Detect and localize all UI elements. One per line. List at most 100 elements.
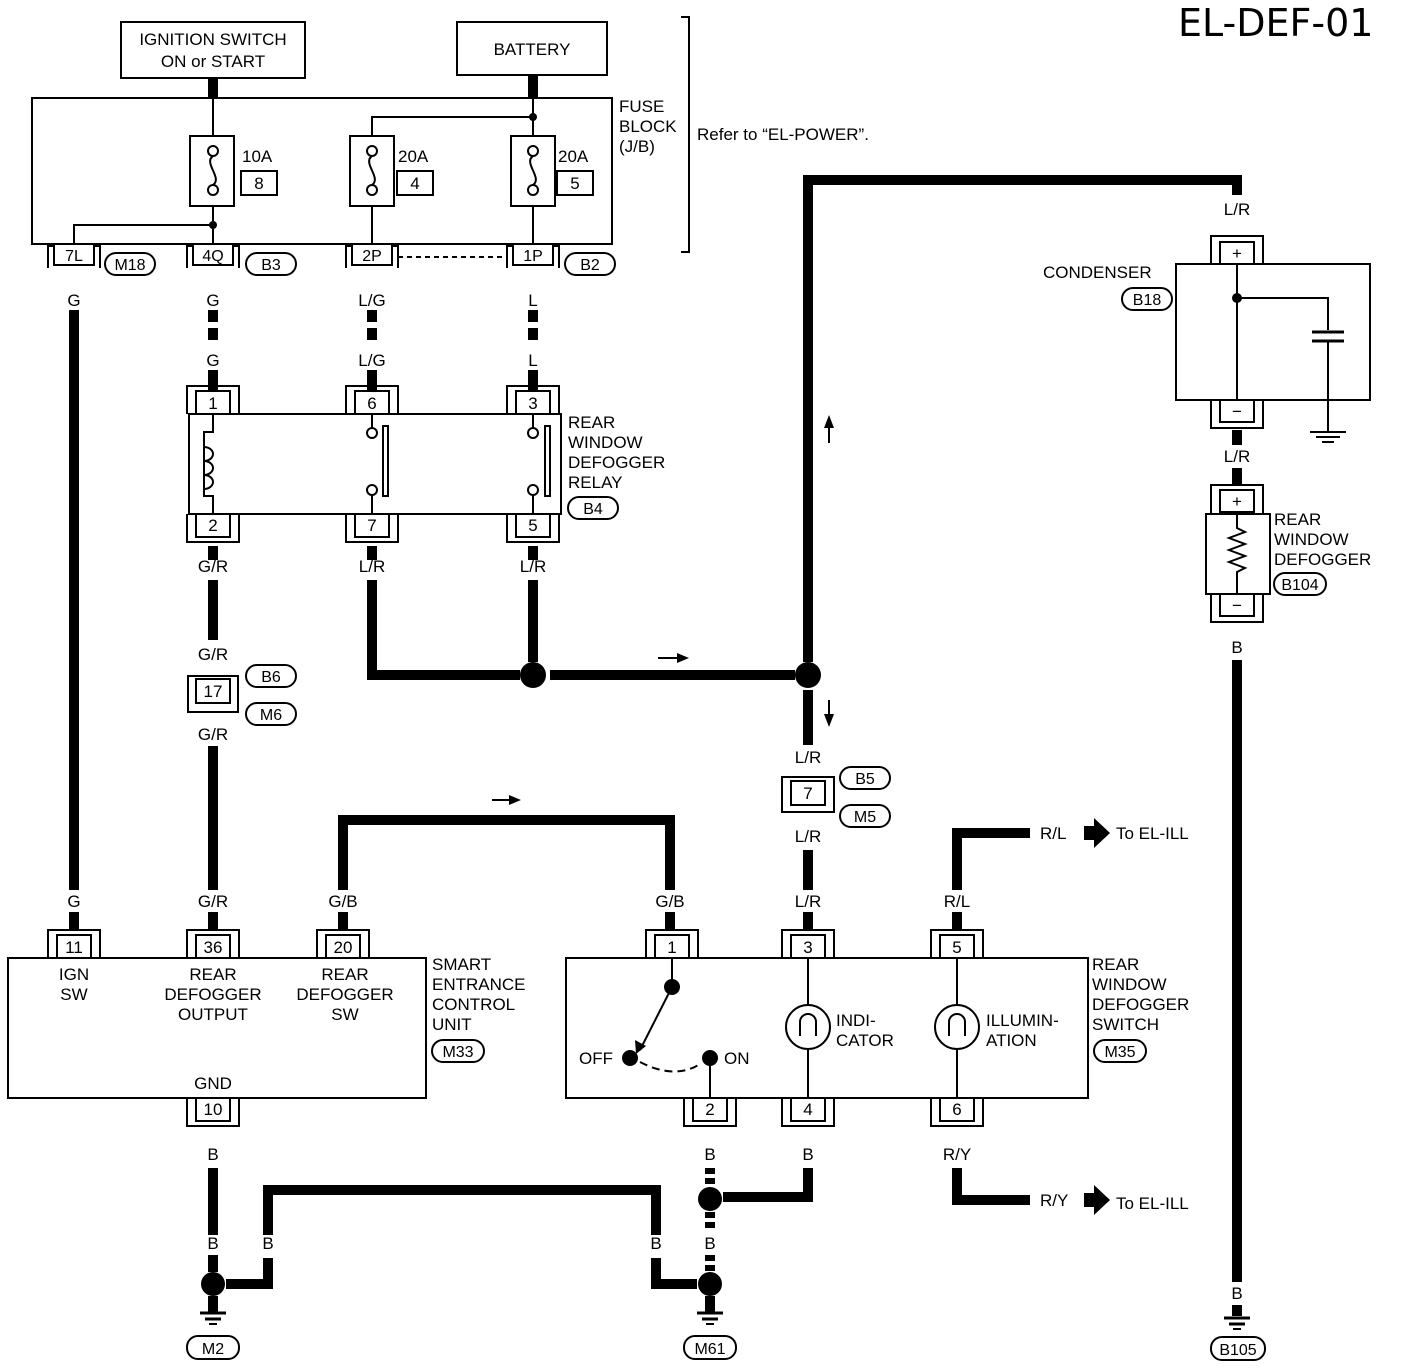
to-el-ill-2: To EL-ILL	[1116, 1194, 1189, 1213]
fuse-amp-2: 20A	[398, 147, 429, 166]
conn-b2: B2	[580, 257, 600, 274]
relay-pin-1: 1	[208, 394, 217, 413]
wire-lr-condenser	[803, 175, 1242, 662]
secu-pin-11: 11	[65, 938, 83, 957]
smart-entrance-control-unit: 11 36 20 IGN SW REAR DEFOGGER OUTPUT REA…	[7, 929, 427, 1127]
wc-g-4: G	[67, 892, 80, 911]
conn-m6: M6	[260, 707, 282, 724]
wc-g-3: G	[206, 351, 219, 370]
term-4q: 4Q	[202, 248, 223, 265]
fuse-num-3: 5	[570, 174, 579, 193]
wc-l-1: L	[528, 291, 537, 310]
secu-gnd: GND	[194, 1074, 232, 1093]
relay-pin-5: 5	[528, 516, 537, 535]
wc-gr-3: G/R	[198, 725, 228, 744]
wc-gb-1: G/B	[328, 892, 357, 911]
cond-plus: +	[1232, 244, 1242, 263]
wc-g-1: G	[67, 291, 80, 310]
wire-b-m61-link	[651, 1258, 697, 1289]
joint-pin-17: 17	[204, 682, 223, 701]
battery-box: BATTERY	[456, 21, 608, 76]
fuse-10a	[189, 135, 235, 207]
to-el-ill-1: To EL-ILL	[1116, 824, 1189, 843]
switch-label-1: REAR	[1092, 955, 1139, 974]
wc-ry-2: R/Y	[1040, 1191, 1068, 1210]
wc-rl-2: R/L	[944, 892, 970, 911]
relay-label-3: DEFOGGER	[568, 453, 665, 472]
secu-pin-36: 36	[204, 938, 223, 957]
ground-m61: M61	[694, 1341, 725, 1358]
diagram-id: EL-DEF-01	[1178, 1, 1373, 45]
switch-label-2: WINDOW	[1092, 975, 1167, 994]
fuse-amp-3: 20A	[558, 147, 589, 166]
wc-b-b105: B	[1231, 1284, 1242, 1303]
secu-pin-20: 20	[334, 938, 353, 957]
switch-off: OFF	[579, 1049, 613, 1068]
secu-out-1: REAR	[189, 965, 236, 984]
wc-ry-1: R/Y	[943, 1145, 971, 1164]
fuse-block-label-3: (J/B)	[619, 137, 655, 156]
condenser-label: CONDENSER	[1043, 263, 1152, 282]
relay-pin-3: 3	[528, 394, 537, 413]
ignition-label-2: ON or START	[161, 52, 265, 71]
conn-m5: M5	[854, 809, 876, 826]
term-1p: 1P	[523, 248, 543, 265]
conn-b4: B4	[583, 501, 603, 518]
wc-b-5: B	[704, 1145, 715, 1164]
wire-gb-loop	[338, 815, 675, 890]
sw-pin-6: 6	[952, 1100, 961, 1119]
fuse-block-label-1: FUSE	[619, 97, 664, 116]
conn-b104: B104	[1281, 577, 1318, 594]
sw-pin-2: 2	[705, 1100, 714, 1119]
switch-on: ON	[724, 1049, 750, 1068]
switch-label-3: DEFOGGER	[1092, 995, 1189, 1014]
indicator-1: INDI-	[836, 1011, 876, 1030]
illumination-2: ATION	[986, 1031, 1037, 1050]
indicator-2: CATOR	[836, 1031, 894, 1050]
conn-b3: B3	[261, 257, 281, 274]
sw-pin-5: 5	[952, 938, 961, 957]
wc-b-4: B	[650, 1234, 661, 1253]
rear-window-defogger: + −	[1205, 484, 1271, 623]
wc-lr-4: L/R	[795, 827, 821, 846]
conn-b5: B5	[855, 771, 875, 788]
sw-pin-4: 4	[803, 1100, 812, 1119]
wc-b-3: B	[262, 1234, 273, 1253]
fuse-20a-4	[349, 135, 395, 207]
wire-lr-relay7	[367, 580, 520, 680]
conn-m18: M18	[114, 257, 145, 274]
secu-sw-2: DEFOGGER	[296, 985, 393, 1004]
ground-m2: M2	[202, 1341, 224, 1358]
term-2p: 2P	[362, 248, 382, 265]
illumination-1: ILLUMIN-	[986, 1011, 1059, 1030]
defogger-switch: 1 3 5 OFF ON INDI- CATOR ILLUMIN- ATION …	[565, 929, 1089, 1127]
secu-pin-10: 10	[204, 1100, 223, 1119]
fuse-block-label-2: BLOCK	[619, 117, 677, 136]
wc-g-2: G	[206, 291, 219, 310]
conn-m33: M33	[442, 1044, 473, 1061]
wc-b-1: B	[207, 1145, 218, 1164]
relay-pin-7: 7	[367, 516, 376, 535]
secu-ign-1: IGN	[59, 965, 89, 984]
wc-lg-2: L/G	[358, 351, 385, 370]
term-7l: 7L	[65, 248, 83, 265]
wc-lr-3: L/R	[795, 748, 821, 767]
ignition-switch-box: IGNITION SWITCH ON or START	[120, 21, 306, 79]
wire-b-bridge	[263, 1185, 661, 1235]
secu-label-4: UNIT	[432, 1015, 472, 1034]
switch-label-4: SWITCH	[1092, 1015, 1159, 1034]
refer-el-power: Refer to “EL-POWER”.	[697, 125, 869, 144]
relay-label-2: WINDOW	[568, 433, 643, 452]
battery-label: BATTERY	[494, 40, 571, 59]
sw-pin-3: 3	[803, 938, 812, 957]
wc-b-6: B	[704, 1234, 715, 1253]
wc-lr-1: L/R	[359, 557, 385, 576]
relay-pin-6: 6	[367, 394, 376, 413]
defog-plus: +	[1232, 492, 1242, 511]
secu-label-1: SMART	[432, 955, 491, 974]
relay-pin-2: 2	[208, 516, 217, 535]
wc-lr-5: L/R	[1224, 200, 1250, 219]
relay-label-1: REAR	[568, 413, 615, 432]
ignition-label-1: IGNITION SWITCH	[139, 30, 286, 49]
